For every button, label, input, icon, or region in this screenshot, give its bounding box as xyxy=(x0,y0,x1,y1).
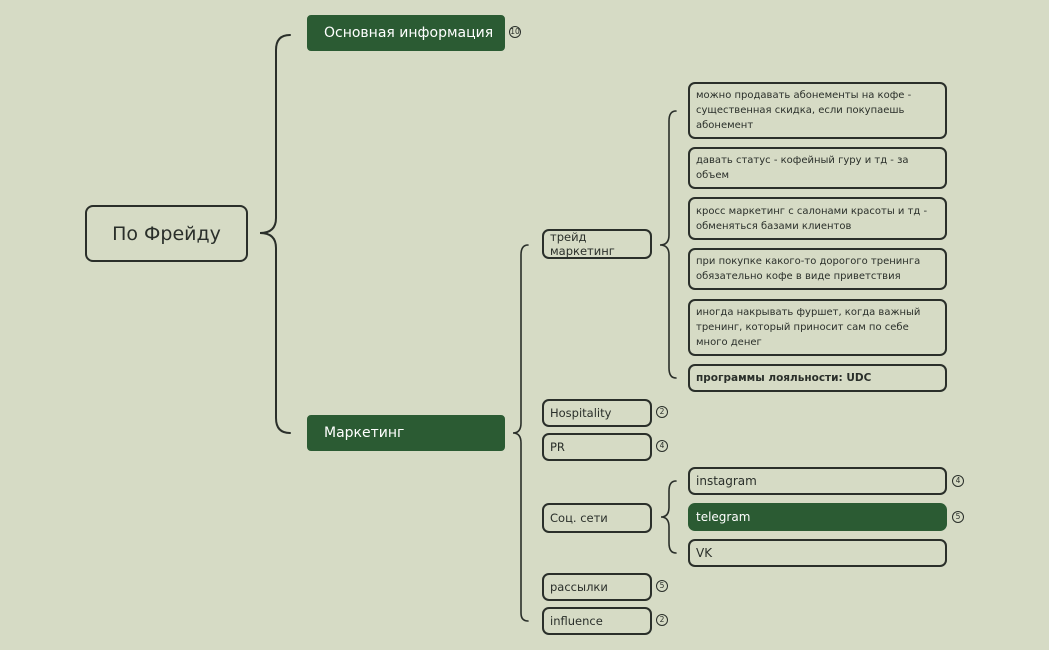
marketing-brace xyxy=(512,244,529,622)
social-vk-label: VK xyxy=(696,546,713,560)
topic-social-networks[interactable]: Соц. сети xyxy=(542,503,652,533)
social-telegram-label: telegram xyxy=(696,510,751,524)
topic-trade-marketing[interactable]: трейд маркетинг xyxy=(542,229,652,259)
topic-hospitality[interactable]: Hospitality xyxy=(542,399,652,427)
trade-idea-guru-status[interactable]: давать статус - кофейный гуру и тд - за … xyxy=(688,147,947,189)
instagram-count-badge: 4 xyxy=(952,475,964,487)
branch-marketing-label: Маркетинг xyxy=(324,425,405,441)
trade-idea-text: программы лояльности: UDC xyxy=(696,371,872,384)
social-vk[interactable]: VK xyxy=(688,539,947,567)
trade-idea-text: давать статус - кофейный гуру и тд - за … xyxy=(696,155,909,181)
topic-newsletters[interactable]: рассылки xyxy=(542,573,652,601)
social-telegram[interactable]: telegram xyxy=(688,503,947,531)
hospitality-count-badge: 2 xyxy=(656,406,668,418)
root-label: По Фрейду xyxy=(112,222,221,245)
trade-brace xyxy=(659,110,677,379)
topic-influence-label: influence xyxy=(550,614,603,628)
trade-idea-buffet[interactable]: иногда накрывать фуршет, когда важный тр… xyxy=(688,299,947,356)
trade-idea-training-coffee[interactable]: при покупке какого-то дорогого тренинга … xyxy=(688,248,947,290)
branch-basic-info[interactable]: Основная информация xyxy=(307,15,505,51)
topic-newsletters-label: рассылки xyxy=(550,580,608,594)
trade-idea-text: иногда накрывать фуршет, когда важный тр… xyxy=(696,307,921,348)
trade-idea-text: при покупке какого-то дорогого тренинга … xyxy=(696,256,921,282)
trade-idea-text: можно продавать абонементы на кофе - сущ… xyxy=(696,90,912,131)
topic-influence[interactable]: influence xyxy=(542,607,652,635)
pr-count-badge: 4 xyxy=(656,440,668,452)
trade-idea-text: кросс маркетинг с салонами красоты и тд … xyxy=(696,205,928,232)
basic-info-count-badge: 10 xyxy=(509,26,521,38)
topic-pr-label: PR xyxy=(550,440,565,454)
telegram-count-badge: 5 xyxy=(952,511,964,523)
root-node[interactable]: По Фрейду xyxy=(85,205,248,262)
social-instagram[interactable]: instagram xyxy=(688,467,947,495)
social-brace xyxy=(660,480,677,554)
root-brace xyxy=(259,34,291,434)
topic-social-networks-label: Соц. сети xyxy=(550,511,608,525)
trade-idea-loyalty[interactable]: программы лояльности: UDC xyxy=(688,364,947,392)
newsletters-count-badge: 5 xyxy=(656,580,668,592)
branch-basic-info-label: Основная информация xyxy=(324,25,494,41)
topic-pr[interactable]: PR xyxy=(542,433,652,461)
topic-hospitality-label: Hospitality xyxy=(550,406,612,420)
trade-idea-cross-marketing[interactable]: кросс маркетинг с салонами красоты и тд … xyxy=(688,197,947,240)
topic-trade-marketing-label: трейд маркетинг xyxy=(550,230,615,258)
branch-marketing[interactable]: Маркетинг xyxy=(307,415,505,451)
influence-count-badge: 2 xyxy=(656,614,668,626)
social-instagram-label: instagram xyxy=(696,474,757,488)
trade-idea-subscriptions[interactable]: можно продавать абонементы на кофе - сущ… xyxy=(688,82,947,139)
